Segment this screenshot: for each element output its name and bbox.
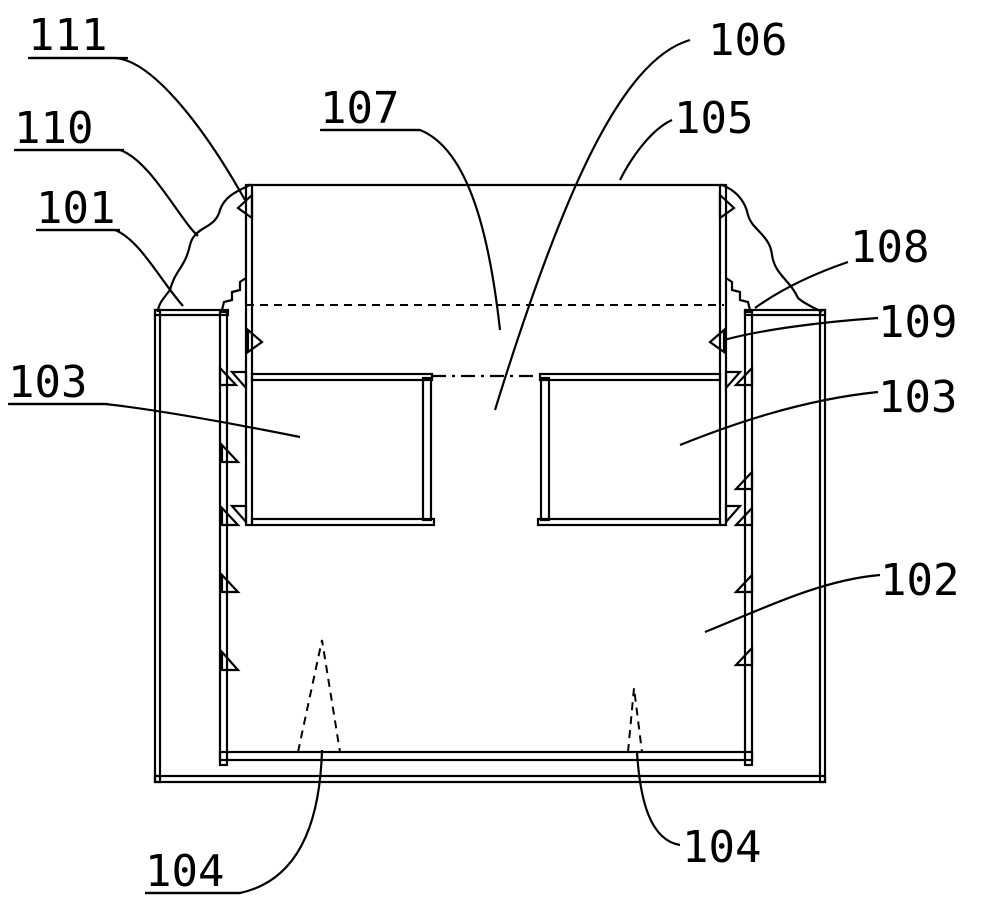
seal-110-left-inner — [220, 277, 247, 311]
cone-104-left — [297, 639, 341, 753]
seal-110-left — [156, 184, 251, 313]
triangle-markers — [218, 192, 754, 672]
inner-container-102 — [218, 310, 754, 767]
label-110: 110 — [14, 103, 93, 154]
label-109: 109 — [878, 297, 957, 348]
label-102: 102 — [880, 555, 959, 606]
label-105: 105 — [674, 93, 753, 144]
label-104-right: 104 — [682, 822, 761, 873]
label-108: 108 — [850, 222, 929, 273]
chamber-103-right — [536, 372, 722, 527]
chamber-103-left — [250, 372, 436, 527]
leader-lines — [10, 38, 881, 895]
label-underlines — [8, 56, 420, 895]
label-104-left: 104 — [145, 846, 224, 897]
seal-110-right-inner — [725, 277, 752, 311]
seal-110-right — [721, 183, 823, 313]
label-101: 101 — [36, 183, 115, 234]
label-107: 107 — [320, 83, 399, 134]
label-106: 106 — [708, 15, 787, 66]
label-103-right: 103 — [878, 372, 957, 423]
label-111: 111 — [28, 10, 107, 61]
label-103-left: 103 — [8, 357, 87, 408]
cylinder-105 — [244, 183, 728, 527]
cone-104-right — [627, 687, 643, 753]
